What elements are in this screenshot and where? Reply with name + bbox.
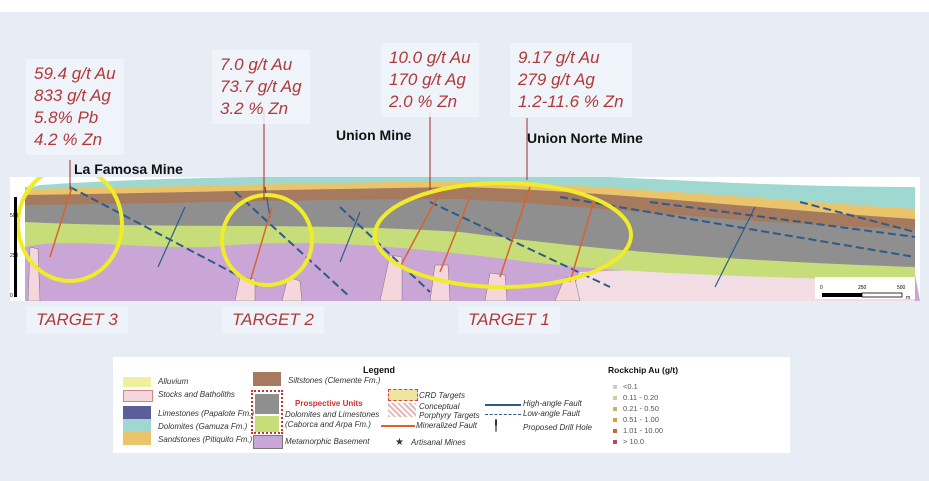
dolomite — [25, 177, 915, 209]
low-angle-fault-line — [485, 414, 521, 415]
swatch-alluvium — [123, 377, 151, 387]
star-icon: ★ — [395, 437, 404, 448]
svg-text:m: m — [906, 295, 910, 301]
rockchip-dot-icon — [613, 418, 617, 423]
mine-label-la-famosa: La Famosa Mine — [74, 161, 183, 177]
swatch-limestones — [123, 406, 151, 419]
vscale-0: 0 — [10, 293, 13, 299]
svg-text:0: 0 — [820, 285, 823, 291]
rockchip-dot-icon — [613, 385, 617, 390]
rockchip-class: 0.21 - 0.50 — [613, 404, 659, 413]
mine-label-union-norte: Union Norte Mine — [527, 130, 643, 146]
legend-drill-hole: Proposed Drill Hole — [523, 423, 592, 432]
legend-artisanal: Artisanal Mines — [411, 438, 466, 447]
legend-stocks: Stocks and Batholiths — [158, 390, 235, 399]
rockchip-dot-icon — [613, 396, 617, 401]
legend-prospective-title: Prospective Units — [295, 399, 363, 408]
legend-sandstones: Sandstones (Pitiquito Fm.) — [158, 435, 253, 444]
rockchip-class: 1.01 - 10.00 — [613, 426, 663, 435]
rockchip-class: 0.11 - 0.20 — [613, 393, 658, 402]
legend-porphyry-1: Conceptual — [419, 402, 460, 411]
vertical-scale-bar — [14, 197, 17, 297]
swatch-metamorphic — [253, 435, 283, 449]
legend-low-angle: Low-angle Fault — [523, 409, 580, 418]
horizontal-scale: 0 250 500 m — [815, 277, 915, 301]
high-angle-fault-line — [485, 404, 521, 406]
legend-siltstones: Siltstones (Clemente Fm.) — [288, 376, 381, 385]
svg-text:250: 250 — [858, 285, 867, 291]
swatch-crd — [388, 389, 418, 401]
prospective-box — [251, 390, 283, 434]
legend-crd: CRD Targets — [419, 391, 465, 400]
leader-lines — [69, 110, 528, 200]
sandstone — [25, 179, 915, 219]
legend-dolomites: Dolomites (Gamuza Fm.) — [158, 422, 248, 431]
rockchip-title: Rockchip Au (g/t) — [608, 365, 679, 375]
legend-prospective-line2: (Caborca and Arpa Fm.) — [285, 420, 371, 429]
legend-title: Legend — [363, 365, 396, 375]
vscale-500: 500 — [10, 213, 19, 219]
swatch-dolomites — [123, 419, 151, 432]
target-1-label: TARGET 1 — [458, 306, 560, 334]
legend-metamorphic: Metamorphic Basement — [285, 437, 370, 446]
mine-label-union: Union Mine — [336, 127, 412, 143]
vscale-250: 250 — [10, 253, 19, 259]
svg-text:500: 500 — [897, 285, 906, 291]
swatch-porphyry — [388, 403, 416, 417]
legend-prospective-line1: Dolomites and Limestones — [285, 410, 380, 419]
rockchip-class: 0.51 - 1.00 — [613, 415, 659, 424]
rockchip-class: > 10.0 — [613, 437, 644, 446]
legend-limestones: Limestones (Papalote Fm.) — [158, 409, 255, 418]
legend-high-angle: High-angle Fault — [523, 399, 582, 408]
legend-porphyry-2: Porphyry Targets — [419, 411, 480, 420]
rockchip-class: <0.1 — [613, 382, 638, 391]
swatch-siltstones — [253, 372, 281, 386]
legend: Legend Alluvium Stocks and Batholiths Li… — [113, 357, 790, 453]
rockchip-dot-icon — [613, 440, 617, 445]
rockchip-dot-icon — [613, 429, 617, 434]
top-band — [0, 0, 929, 12]
siltstone — [25, 185, 915, 229]
cross-section: 500 250 0 0 250 500 m — [10, 177, 920, 301]
prospective-dolomite — [25, 215, 915, 282]
swatch-stocks — [123, 390, 153, 402]
mineralized-fault-line — [381, 425, 415, 427]
target-3-label: TARGET 3 — [26, 306, 128, 334]
drill-hole-icon: ╿ — [493, 421, 500, 432]
target-ellipses — [16, 177, 633, 289]
target-2-label: TARGET 2 — [222, 306, 324, 334]
legend-alluvium: Alluvium — [158, 377, 189, 386]
legend-mineralized-fault: Mineralized Fault — [416, 421, 477, 430]
swatch-sandstones — [123, 432, 151, 445]
rockchip-dot-icon — [613, 407, 617, 412]
